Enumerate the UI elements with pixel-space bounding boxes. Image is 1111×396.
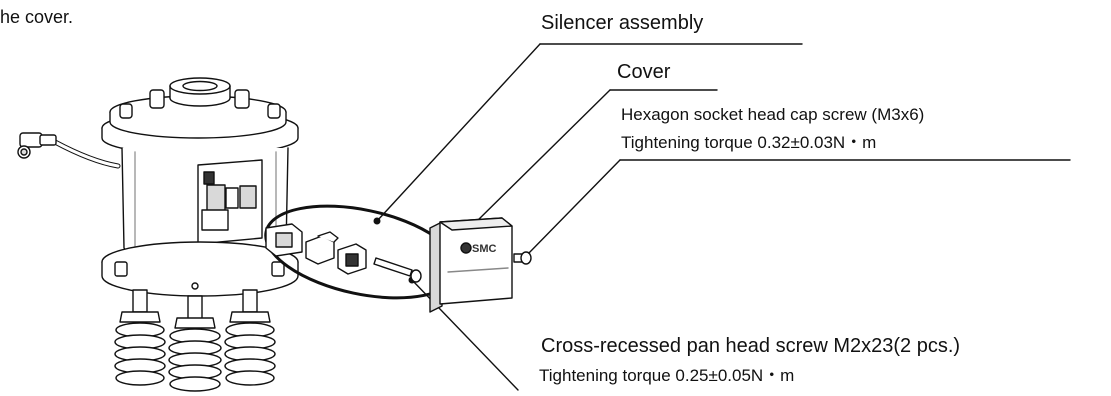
main-body [101, 77, 299, 297]
label-hex-screw: Hexagon socket head cap screw (M3x6) [621, 105, 925, 124]
suction-cup-right [224, 289, 276, 386]
label-cross-torque: Tightening torque 0.25±0.05N・m [539, 366, 795, 385]
cover [429, 217, 513, 313]
silencer-part-3 [337, 243, 367, 275]
silencer-part-1 [265, 223, 303, 257]
leader-hex-diag [526, 159, 621, 256]
logo-text: SMC [472, 243, 497, 255]
leader-dot-silencer [373, 217, 381, 225]
cable-connector [17, 132, 121, 169]
silencer-part-2 [305, 231, 339, 265]
leader-lines [373, 43, 1071, 391]
suction-cup-center [168, 295, 222, 392]
label-hex-torque: Tightening torque 0.32±0.03N・m [621, 133, 877, 152]
label-cross-screw: Cross-recessed pan head screw M2x23(2 pc… [541, 335, 961, 357]
intro-text: he cover. [0, 7, 74, 27]
hex-screw [513, 251, 532, 265]
suction-cup-left [114, 289, 166, 386]
label-cover: Cover [617, 61, 671, 83]
leader-cover-diag [473, 89, 611, 225]
suction-cups [114, 289, 276, 392]
silencer-screw [373, 257, 422, 283]
label-silencer-assembly: Silencer assembly [541, 12, 704, 34]
leader-silencer-diag [376, 43, 541, 222]
